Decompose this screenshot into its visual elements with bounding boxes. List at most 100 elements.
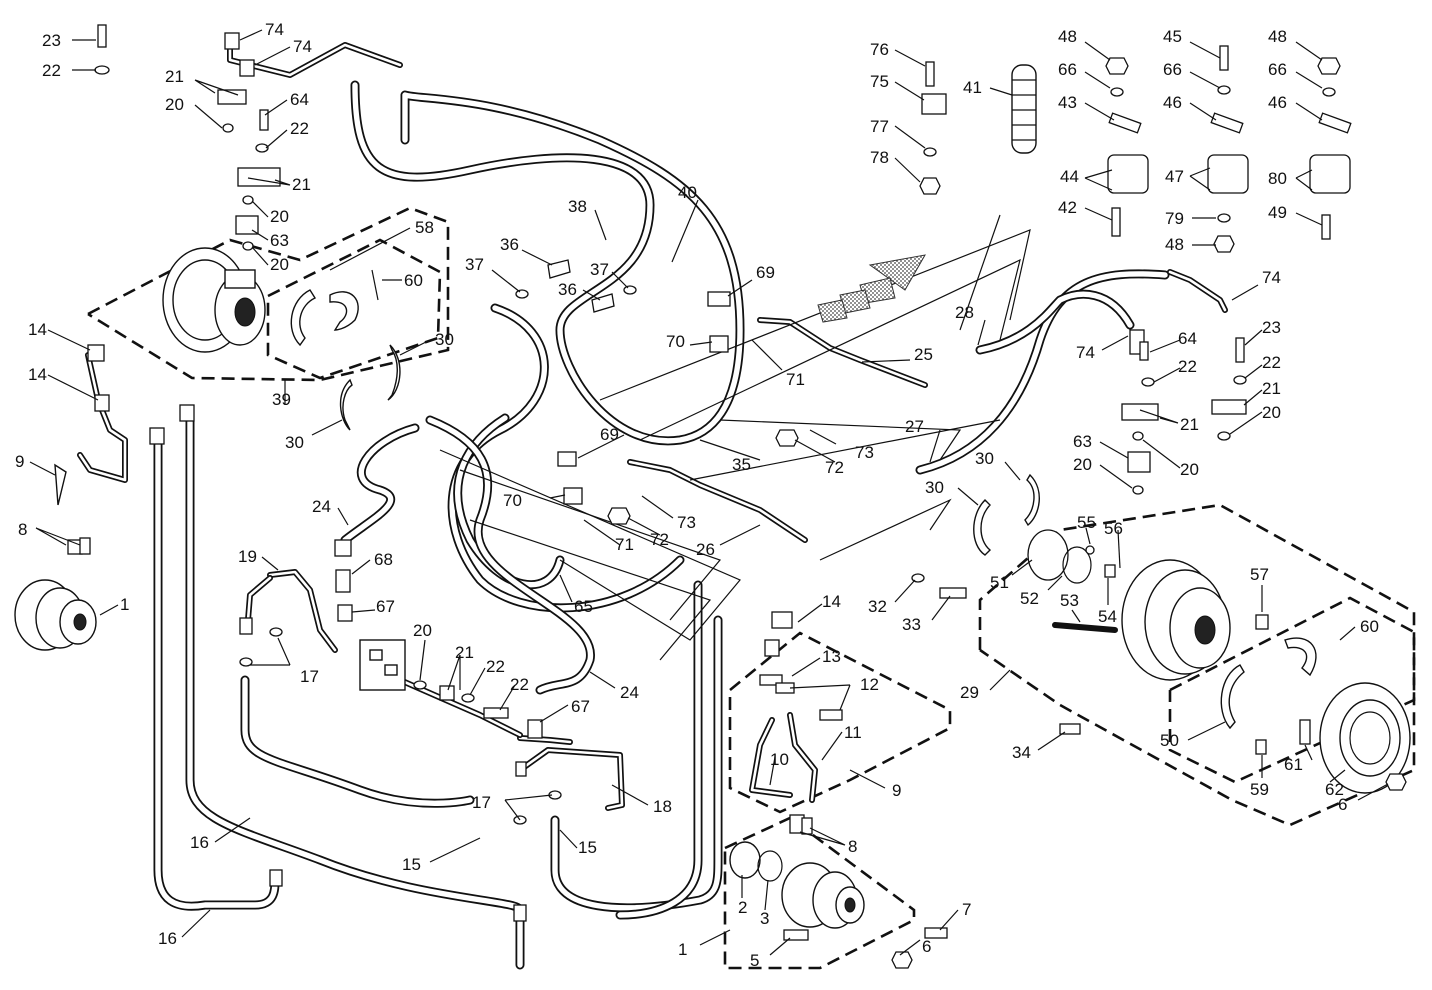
callout-74: 74 bbox=[265, 20, 284, 39]
callout-44: 44 bbox=[1060, 167, 1079, 186]
callout-67: 67 bbox=[376, 597, 395, 616]
callout-55: 55 bbox=[1077, 513, 1096, 532]
callout-32: 32 bbox=[868, 597, 887, 616]
callout-43: 43 bbox=[1058, 93, 1077, 112]
callout-63: 63 bbox=[270, 231, 289, 250]
callout-1: 1 bbox=[678, 940, 687, 959]
callout-8: 8 bbox=[18, 520, 27, 539]
callout-41: 41 bbox=[963, 78, 982, 97]
callout-53: 53 bbox=[1060, 591, 1079, 610]
callout-9: 9 bbox=[15, 452, 24, 471]
callout-71: 71 bbox=[786, 370, 805, 389]
callout-48: 48 bbox=[1268, 27, 1287, 46]
callout-22: 22 bbox=[510, 675, 529, 694]
callout-73: 73 bbox=[677, 513, 696, 532]
callout-34: 34 bbox=[1012, 743, 1031, 762]
callout-75: 75 bbox=[870, 72, 889, 91]
outline-brake-parts-right bbox=[1168, 596, 1416, 784]
callout-30: 30 bbox=[925, 478, 944, 497]
callout-70: 70 bbox=[666, 332, 685, 351]
hoses bbox=[153, 80, 1170, 970]
callout-49: 49 bbox=[1268, 203, 1287, 222]
callout-39: 39 bbox=[272, 390, 291, 409]
pipe-clamp-41 bbox=[1011, 64, 1037, 154]
callout-80: 80 bbox=[1268, 169, 1287, 188]
callout-17: 17 bbox=[472, 793, 491, 812]
callout-22: 22 bbox=[42, 61, 61, 80]
outline-group-9 bbox=[728, 631, 952, 814]
callout-79: 79 bbox=[1165, 209, 1184, 228]
callout-74: 74 bbox=[293, 37, 312, 56]
callout-64: 64 bbox=[1178, 329, 1197, 348]
callout-30: 30 bbox=[285, 433, 304, 452]
callout-46: 46 bbox=[1268, 93, 1287, 112]
callout-36: 36 bbox=[558, 280, 577, 299]
callout-26: 26 bbox=[696, 540, 715, 559]
callout-64: 64 bbox=[290, 90, 309, 109]
callout-14: 14 bbox=[822, 592, 841, 611]
callout-69: 69 bbox=[756, 263, 775, 282]
callout-12: 12 bbox=[860, 675, 879, 694]
callout-60: 60 bbox=[1360, 617, 1379, 636]
callout-57: 57 bbox=[1250, 565, 1269, 584]
callout-30: 30 bbox=[435, 330, 454, 349]
callout-22: 22 bbox=[1178, 357, 1197, 376]
callout-labels: 23 22 74 74 21 20 64 22 21 20 63 20 58 6… bbox=[15, 20, 1379, 970]
callout-40: 40 bbox=[678, 183, 697, 202]
callout-24: 24 bbox=[620, 683, 639, 702]
callout-23: 23 bbox=[1262, 318, 1281, 337]
callout-54: 54 bbox=[1098, 607, 1117, 626]
background-guide-lines bbox=[439, 229, 1031, 661]
callout-70: 70 bbox=[503, 491, 522, 510]
callout-17: 17 bbox=[300, 667, 319, 686]
outline-brake-parts-left bbox=[266, 238, 442, 380]
callout-33: 33 bbox=[902, 615, 921, 634]
callout-37: 37 bbox=[590, 260, 609, 279]
callout-30: 30 bbox=[975, 449, 994, 468]
callout-52: 52 bbox=[1020, 589, 1039, 608]
callout-20: 20 bbox=[1262, 403, 1281, 422]
callout-5: 5 bbox=[750, 951, 759, 970]
left-brake-motor bbox=[162, 247, 266, 353]
callout-20: 20 bbox=[1073, 455, 1092, 474]
callout-48: 48 bbox=[1058, 27, 1077, 46]
callout-73: 73 bbox=[855, 443, 874, 462]
callout-25: 25 bbox=[914, 345, 933, 364]
callout-6: 6 bbox=[922, 937, 931, 956]
callout-21: 21 bbox=[292, 175, 311, 194]
callout-21: 21 bbox=[1180, 415, 1199, 434]
callout-10: 10 bbox=[770, 750, 789, 769]
callout-45: 45 bbox=[1163, 27, 1182, 46]
callout-37: 37 bbox=[465, 255, 484, 274]
outline-group-29 bbox=[978, 503, 1416, 827]
small-fittings bbox=[54, 24, 1407, 969]
callout-78: 78 bbox=[870, 148, 889, 167]
callout-13: 13 bbox=[822, 647, 841, 666]
distribution-block bbox=[359, 639, 406, 691]
callout-46: 46 bbox=[1163, 93, 1182, 112]
callout-28: 28 bbox=[955, 303, 974, 322]
callout-22: 22 bbox=[290, 119, 309, 138]
right-brake-shoes bbox=[973, 473, 1317, 730]
pipes bbox=[77, 37, 1228, 811]
callout-1: 1 bbox=[120, 595, 129, 614]
callout-21: 21 bbox=[455, 643, 474, 662]
callout-66: 66 bbox=[1268, 60, 1287, 79]
callout-16: 16 bbox=[190, 833, 209, 852]
callout-16: 16 bbox=[158, 929, 177, 948]
callout-77: 77 bbox=[870, 117, 889, 136]
callout-9: 9 bbox=[892, 781, 901, 800]
callout-15: 15 bbox=[578, 838, 597, 857]
callout-72: 72 bbox=[825, 458, 844, 477]
callout-68: 68 bbox=[374, 550, 393, 569]
callout-2: 2 bbox=[738, 898, 747, 917]
callout-74: 74 bbox=[1262, 268, 1281, 287]
callout-22: 22 bbox=[486, 657, 505, 676]
callout-20: 20 bbox=[1180, 460, 1199, 479]
callout-15: 15 bbox=[402, 855, 421, 874]
callout-63: 63 bbox=[1073, 432, 1092, 451]
callout-47: 47 bbox=[1165, 167, 1184, 186]
leader-lines bbox=[29, 29, 1389, 956]
callout-66: 66 bbox=[1163, 60, 1182, 79]
